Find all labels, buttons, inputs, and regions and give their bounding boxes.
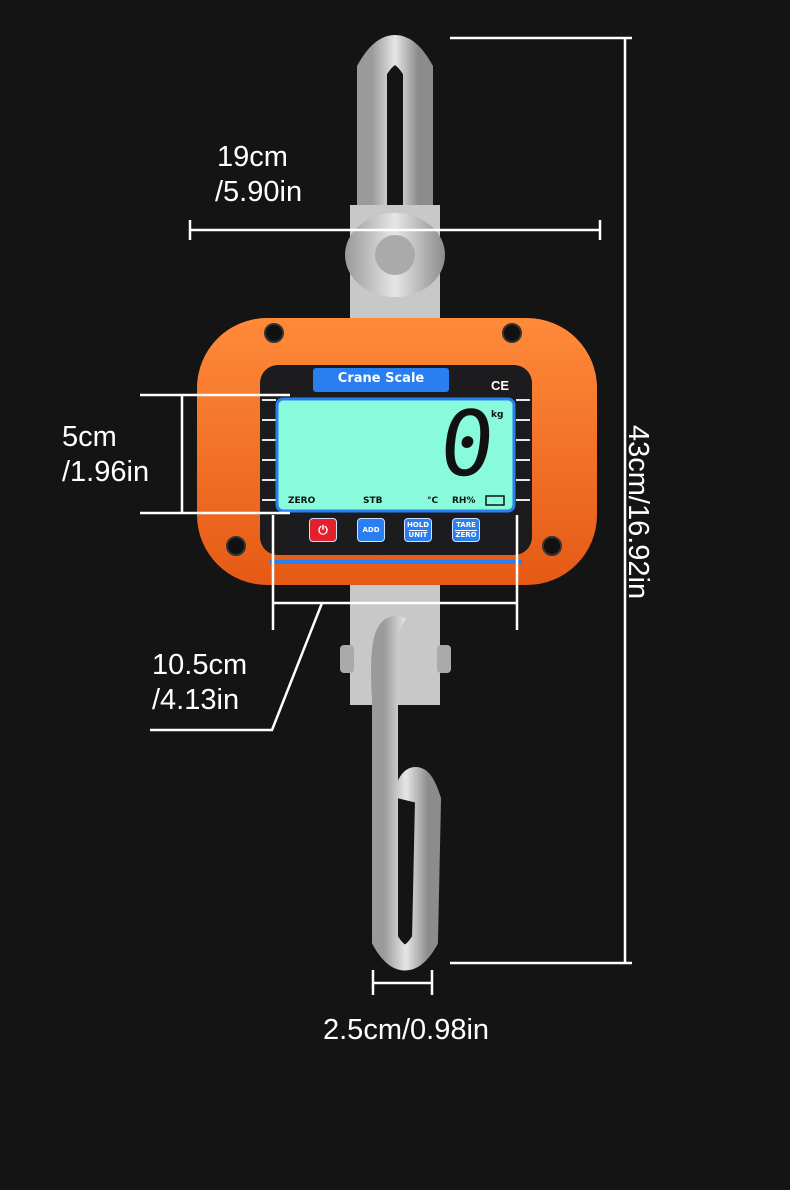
height-label: 43cm/16.92in — [622, 425, 654, 600]
width-metric: 19cm — [217, 141, 288, 173]
tare-label: TARE — [456, 520, 476, 529]
power-icon: ⏻ — [318, 522, 328, 537]
screen-width-imperial: /4.13in — [152, 684, 240, 716]
dimension-lines — [140, 36, 632, 995]
unit-kg: kg — [491, 410, 504, 420]
brand-label: Crane Scale — [337, 371, 425, 386]
screen-height-metric: 5cm — [62, 421, 117, 453]
screen-width-metric: 10.5cm — [152, 649, 248, 681]
display-reading: 0 — [434, 392, 500, 497]
battery-icon — [486, 496, 504, 505]
shackle — [357, 35, 433, 230]
indicator-rh: RH% — [452, 496, 476, 506]
unit-label: UNIT — [408, 529, 428, 539]
add-button[interactable]: ADD — [357, 518, 385, 542]
ce-mark: CE — [491, 378, 510, 393]
screen-height-imperial: /1.96in — [62, 456, 150, 488]
indicator-celsius: °C — [427, 496, 439, 506]
zero-label: ZERO — [455, 529, 477, 539]
indicator-zero: ZERO — [288, 496, 316, 506]
hook-width-label: 2.5cm/0.98in — [323, 1014, 490, 1046]
lcd-screen — [275, 397, 516, 513]
width-imperial: /5.90in — [215, 176, 303, 208]
indicator-stb: STB — [363, 496, 383, 506]
power-button[interactable]: ⏻ — [309, 518, 337, 542]
add-label: ADD — [362, 525, 380, 534]
hook — [371, 616, 442, 971]
hold-label: HOLD — [406, 520, 430, 529]
